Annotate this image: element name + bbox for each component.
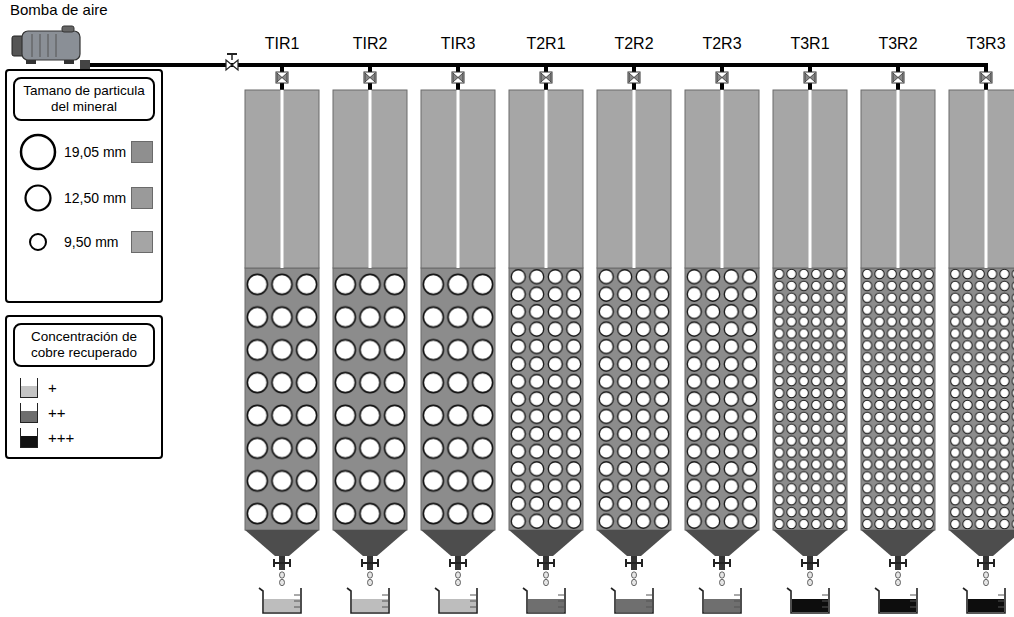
column-drawing <box>421 72 495 613</box>
reactor-column: T3R1 <box>773 90 847 530</box>
particle-bed <box>597 268 671 530</box>
air-pump-icon <box>12 26 90 69</box>
legend-panel <box>6 70 162 302</box>
column-label: T3R1 <box>790 34 829 53</box>
column-label: T2R1 <box>526 34 565 53</box>
column-label: T3R2 <box>878 34 917 53</box>
legend-swatch <box>21 436 37 447</box>
air-pipe <box>90 65 898 90</box>
air-pump: Bomba de aire <box>10 22 90 68</box>
column-body <box>861 72 935 613</box>
pump-fin <box>48 34 49 57</box>
pump-fin <box>32 34 33 57</box>
legend-label: +++ <box>48 429 74 447</box>
column-label: TIR1 <box>265 34 300 53</box>
legend-heading-box: Tamano de particula del mineral <box>13 77 155 121</box>
pump-knob <box>62 26 74 32</box>
column-drawing <box>685 72 759 613</box>
air-pipe <box>90 65 986 90</box>
legend-label: 9,50 mm <box>64 233 118 251</box>
size-circle <box>30 234 46 250</box>
column-body <box>245 72 319 613</box>
pump-outlet <box>80 60 90 69</box>
valve-handle <box>227 53 237 55</box>
column-drawing <box>245 72 319 613</box>
legend-swatch <box>21 386 37 397</box>
particle-bed <box>509 268 583 530</box>
reactor-column: T3R3 <box>949 90 1014 530</box>
particle-bed <box>421 268 495 530</box>
column-drawing <box>949 72 1014 613</box>
size-circle <box>21 135 55 169</box>
reactor-column: T3R2 <box>861 90 935 530</box>
legend-swatch <box>21 411 37 422</box>
column-drawing <box>861 72 935 613</box>
legend-label: ++ <box>48 404 66 422</box>
column-drawing <box>597 72 671 613</box>
legend-swatch <box>131 141 153 163</box>
column-body <box>773 72 847 613</box>
legend-heading: Tamano de particula del mineral <box>18 83 150 115</box>
particle-bed <box>949 268 1014 530</box>
legend-beaker <box>20 378 38 398</box>
pump-fin <box>56 34 57 57</box>
column-body <box>597 72 671 613</box>
air-pipe <box>90 65 810 90</box>
column-drawing <box>509 72 583 613</box>
column-body <box>509 72 583 613</box>
valve-body <box>226 60 238 70</box>
main-valve <box>226 54 238 70</box>
pump-foot <box>64 60 74 64</box>
legend-label: + <box>48 379 57 397</box>
legend-beaker <box>20 403 38 423</box>
pump-body <box>22 31 80 60</box>
particle-bed <box>333 268 407 530</box>
column-label: T3R3 <box>966 34 1005 53</box>
legend-panel <box>6 316 162 458</box>
column-label: T2R2 <box>614 34 653 53</box>
reactor-column: T2R3 <box>685 90 759 530</box>
pump-foot <box>26 60 36 64</box>
column-body <box>949 72 1014 613</box>
legend-beaker <box>20 428 38 448</box>
legend-label: 19,05 mm <box>64 143 126 161</box>
column-label: T2R3 <box>702 34 741 53</box>
column-body <box>333 72 407 613</box>
legend-heading-box: Concentración de cobre recuperado <box>13 323 155 367</box>
legend-swatch <box>131 187 153 209</box>
column-drawing <box>333 72 407 613</box>
column-label: TIR3 <box>441 34 476 53</box>
particle-bed <box>245 268 319 530</box>
legend-label: 12,50 mm <box>64 189 126 207</box>
air-pipe <box>90 65 722 90</box>
pump-fin <box>40 34 41 57</box>
reactor-column: TIR2 <box>333 90 407 530</box>
column-body <box>421 72 495 613</box>
column-drawing <box>773 72 847 613</box>
reactor-column: T2R2 <box>597 90 671 530</box>
column-label: TIR2 <box>353 34 388 53</box>
legend-heading: Concentración de cobre recuperado <box>18 329 150 361</box>
size-circle <box>26 186 51 211</box>
particle-bed <box>685 268 759 530</box>
reactor-column: T2R1 <box>509 90 583 530</box>
pump-label: Bomba de aire <box>10 1 108 19</box>
particle-bed <box>861 268 935 530</box>
column-body <box>685 72 759 613</box>
particle-bed <box>773 268 847 530</box>
reactor-column: TIR3 <box>421 90 495 530</box>
legend-swatch <box>131 231 153 253</box>
reactor-column: TIR1 <box>245 90 319 530</box>
